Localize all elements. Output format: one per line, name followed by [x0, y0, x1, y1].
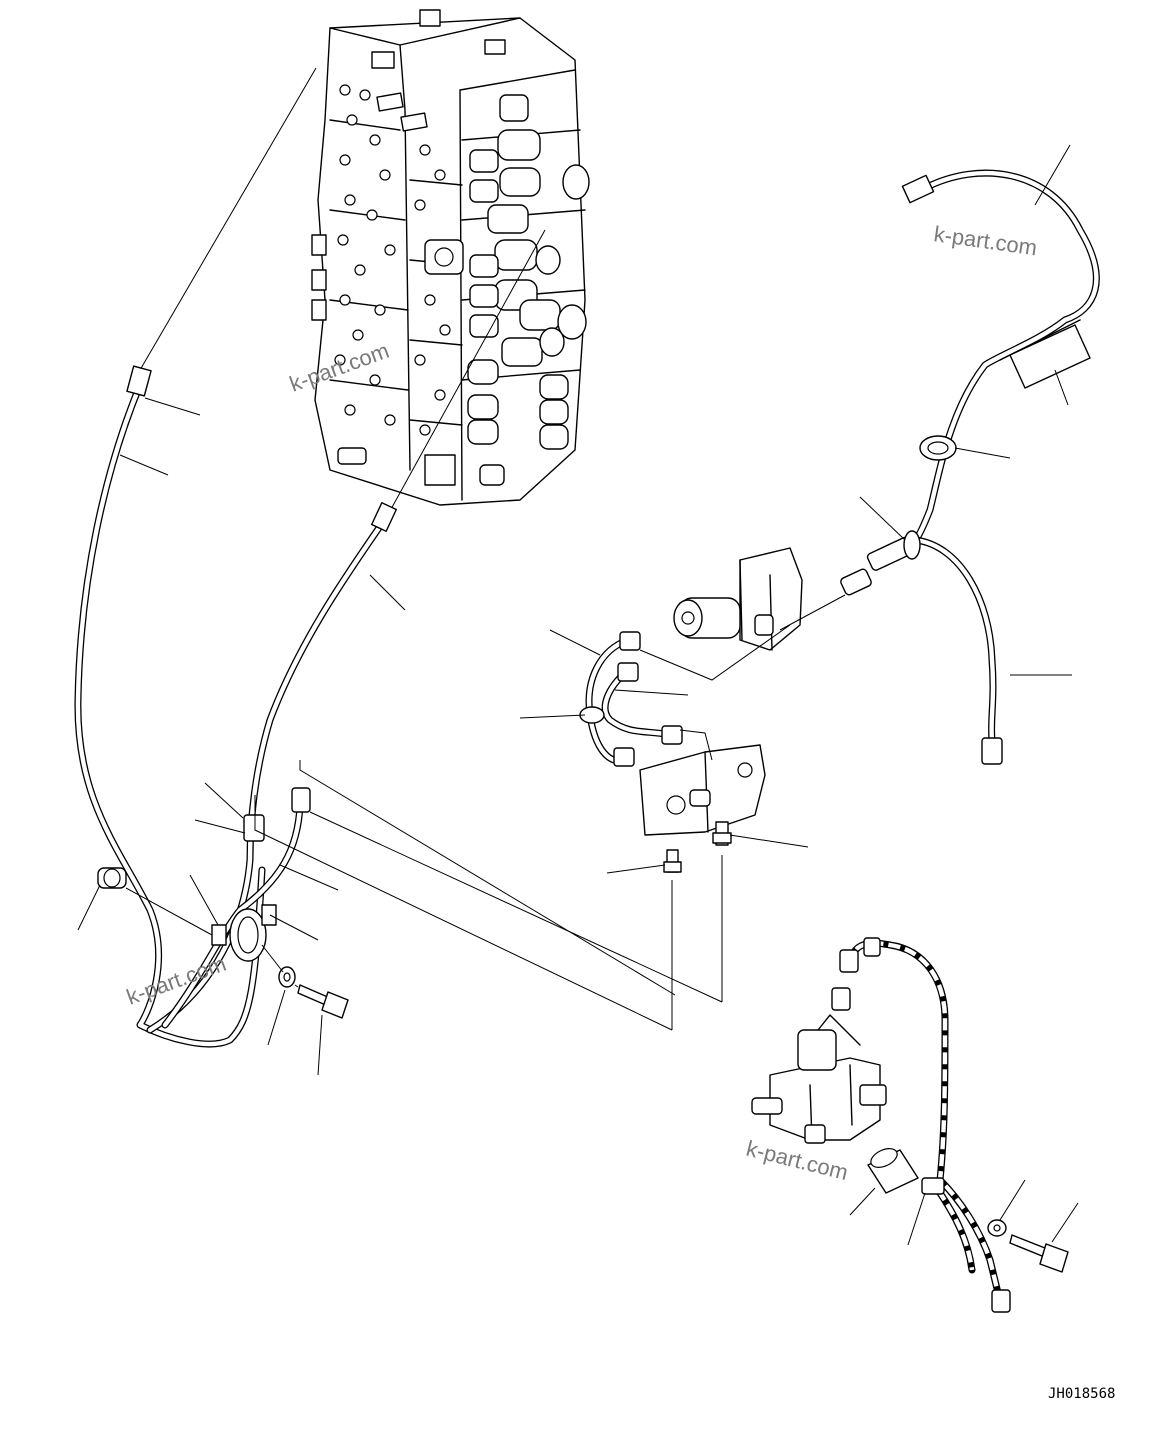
collar-spacer: [97, 867, 127, 889]
hose-clamp: [211, 904, 277, 962]
right-long-hose-end: [981, 737, 1003, 765]
lower-collar: [867, 1148, 919, 1194]
left-hose-fitting-top: [126, 365, 152, 397]
center-hose: [146, 518, 387, 1034]
assembly-lines: [254, 760, 723, 1031]
hose-sleeve-protector: [999, 319, 1091, 389]
lower-callouts: [849, 1179, 1079, 1246]
tee-adapter: [840, 530, 921, 596]
watermark-4: k-part.com: [744, 1136, 851, 1185]
lower-bolt: [1009, 1234, 1069, 1273]
leader-valve-to-center-hose: [384, 229, 546, 521]
relief-valve-block: [751, 987, 887, 1144]
lower-washer: [987, 1219, 1007, 1237]
branch-hose-fitting: [291, 787, 311, 813]
spool-plugs: [311, 94, 590, 486]
right-upper-hose-assembly: [840, 144, 1100, 765]
manifold-block-lower: [639, 744, 766, 836]
right-long-hose: [911, 536, 997, 744]
left-callouts: [77, 397, 406, 1076]
lower-clamp: [921, 1177, 945, 1195]
left-hose-assembly: [74, 67, 723, 1076]
center-hose-fitting-top: [370, 502, 398, 532]
center-callouts: [519, 629, 809, 874]
watermark-3: k-part.com: [123, 951, 229, 1010]
short-branch-hose: [161, 801, 304, 1029]
solenoid-valve-upper: [673, 547, 803, 651]
main-control-valve: [311, 9, 590, 506]
bolt: [297, 984, 349, 1019]
valve-body-holes: [334, 84, 451, 436]
right-callouts: [859, 144, 1072, 676]
left-tee-fitting: [243, 814, 265, 842]
watermark-1: k-part.com: [932, 221, 1038, 260]
leader-valve-to-left-hose: [139, 67, 317, 371]
right-top-hose-end: [901, 174, 935, 204]
lower-right-assembly: [751, 937, 1079, 1313]
plugs: [663, 821, 732, 873]
drawing-code: JH018568: [1048, 1386, 1115, 1402]
center-valve-group: [519, 547, 846, 874]
